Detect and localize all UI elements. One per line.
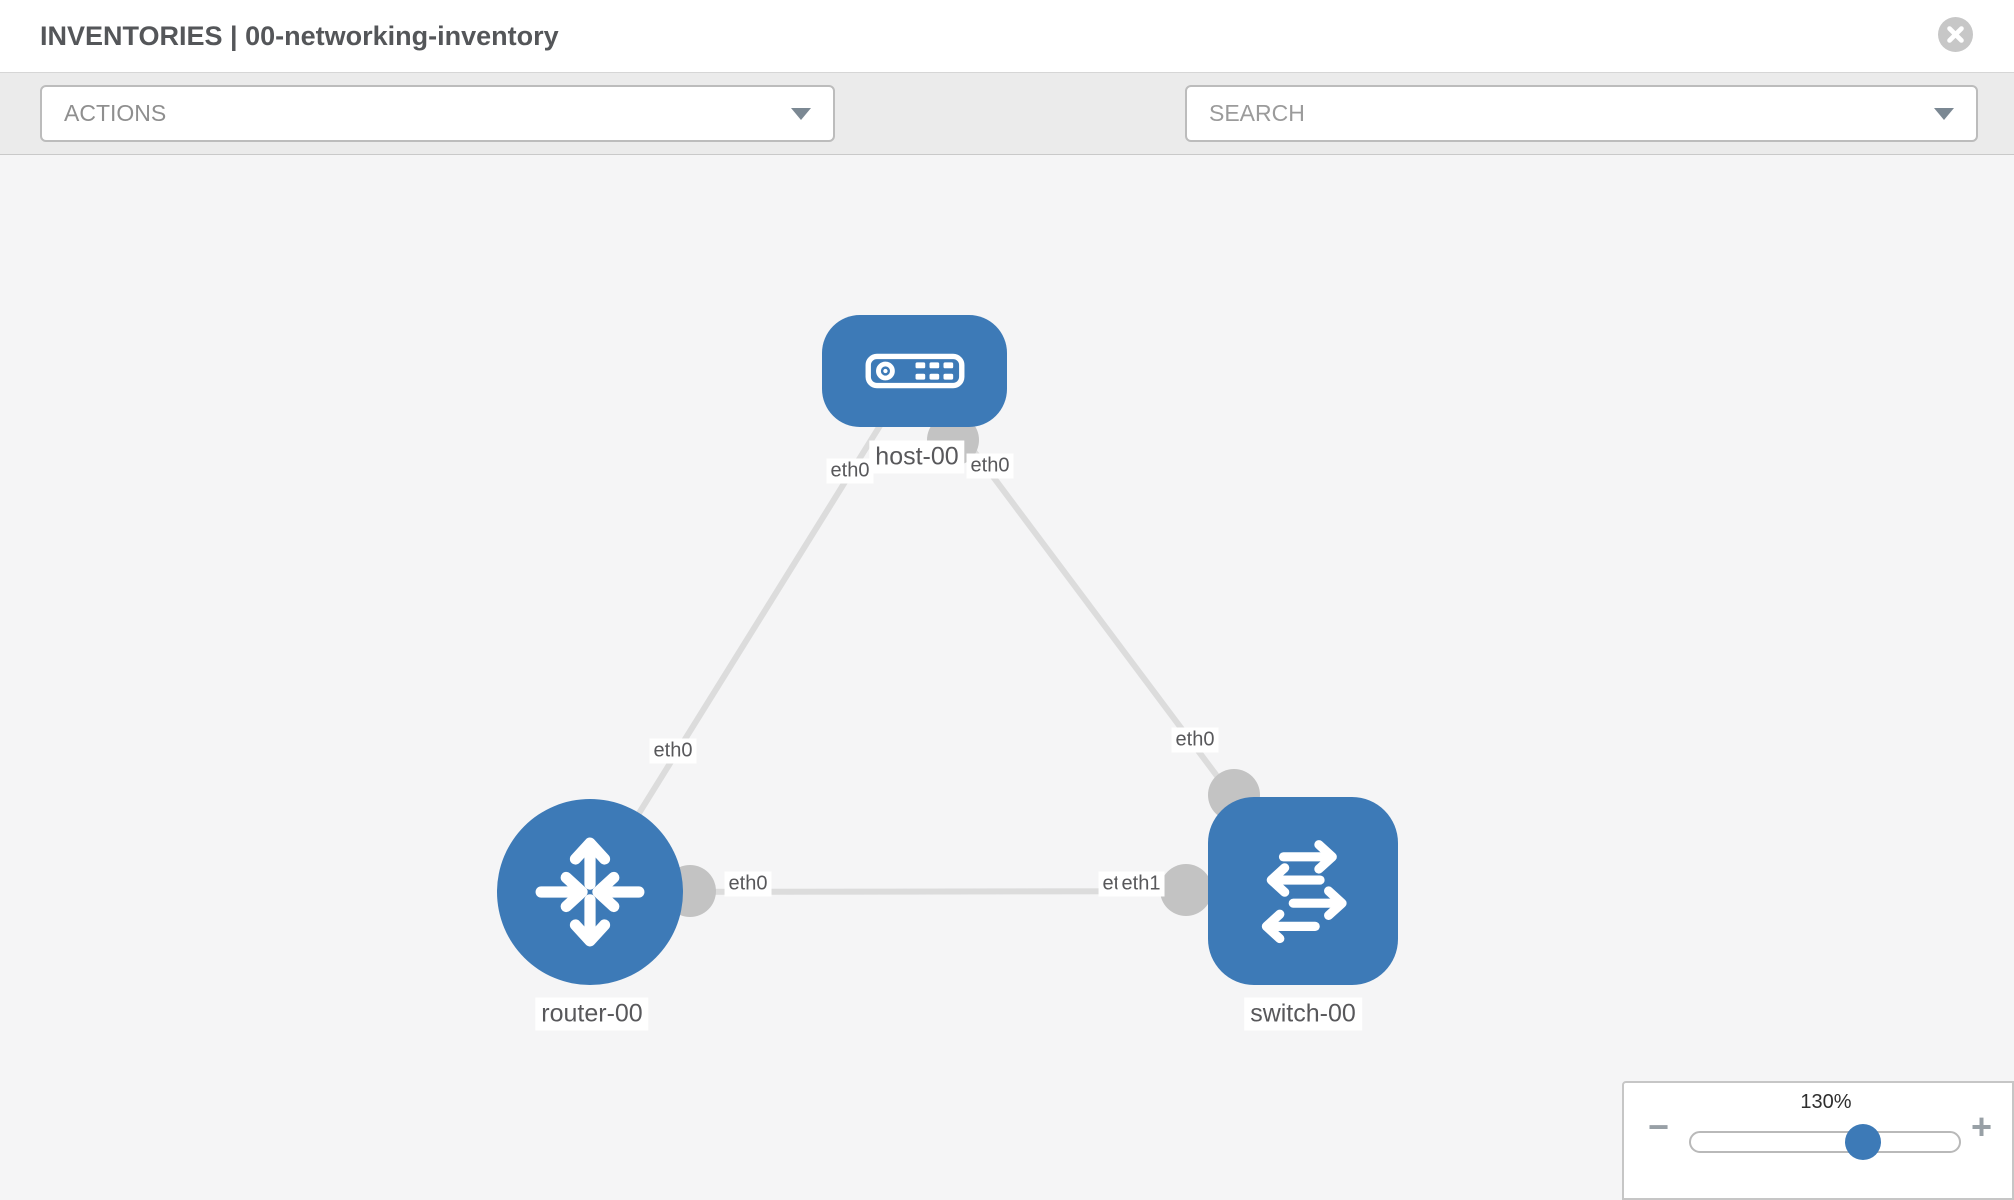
eth-label-host-right: eth0 <box>966 453 1014 479</box>
eth-label-router-top: eth0 <box>649 738 697 764</box>
close-icon <box>1947 26 1964 43</box>
page-title: INVENTORIES | 00-networking-inventory <box>40 20 559 51</box>
links-layer <box>587 369 1306 917</box>
zoom-slider-thumb[interactable] <box>1845 1124 1881 1160</box>
zoom-level-label: 130% <box>1800 1091 1852 1113</box>
chevron-down-icon <box>1934 107 1954 120</box>
host-icon <box>865 353 964 389</box>
zoom-out-button[interactable]: − <box>1648 1106 1670 1147</box>
zoom-slider[interactable] <box>1689 1131 1961 1153</box>
interface-dot-switch-eth1 <box>1160 864 1212 916</box>
chevron-down-icon <box>791 107 811 120</box>
eth-label-switch-top: eth0 <box>1171 727 1219 753</box>
zoom-in-button[interactable]: + <box>1971 1106 1993 1147</box>
link-router-host <box>587 369 917 894</box>
node-label-switch: switch-00 <box>1244 997 1362 1031</box>
actions-dropdown[interactable]: ACTIONS <box>40 85 835 142</box>
node-label-router: router-00 <box>535 997 649 1031</box>
eth-label-host-left: eth0 <box>826 458 874 484</box>
toolbar: ACTIONS <box>0 73 2014 202</box>
eth-label-link-switch-end-over: eth1 <box>1117 871 1165 897</box>
header: INVENTORIES | 00-networking-inventory <box>0 0 2014 73</box>
node-label-host: host-00 <box>869 440 965 474</box>
node-switch-00[interactable] <box>1208 797 1398 985</box>
search-dropdown[interactable] <box>1185 85 1978 142</box>
node-router-00[interactable] <box>497 799 683 985</box>
router-icon <box>535 837 645 947</box>
topology-canvas[interactable]: host-00 router-00 switch-00 eth0 eth0 et… <box>0 155 2014 1200</box>
search-input[interactable] <box>1209 100 1934 127</box>
node-host-00[interactable] <box>822 315 1007 427</box>
zoom-control-panel: 130% − + <box>1622 1081 2014 1200</box>
switch-icon <box>1261 840 1347 944</box>
close-button[interactable] <box>1938 17 1973 52</box>
eth-label-link-router-end: eth0 <box>724 871 772 897</box>
actions-dropdown-label: ACTIONS <box>64 100 167 126</box>
